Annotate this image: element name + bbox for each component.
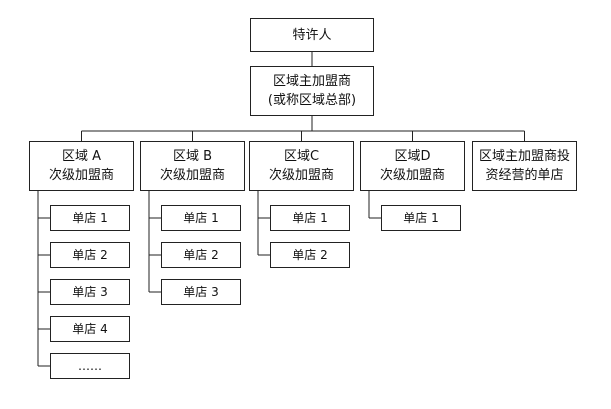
region-name: 区域D — [394, 149, 431, 164]
shop-box-4-1: 单店 1 — [381, 205, 461, 231]
shop-box-3-1: 单店 1 — [270, 205, 350, 231]
shop-label: 单店 1 — [72, 211, 108, 225]
region-box-2: 区域 B 次级加盟商 — [140, 141, 245, 191]
shop-box-1-4: 单店 4 — [50, 316, 130, 342]
region-role: 次级加盟商 — [159, 168, 225, 183]
region-box-1: 区域 A 次级加盟商 — [29, 141, 134, 191]
shop-box-1-3: 单店 3 — [50, 279, 130, 305]
master-franchisee-label: 区域主加盟商 — [272, 74, 351, 89]
shop-box-1-2: 单店 2 — [50, 242, 130, 268]
shop-label: 单店 3 — [72, 285, 108, 299]
shop-label: 单店 1 — [183, 211, 219, 225]
region-role: 次级加盟商 — [268, 168, 334, 183]
shop-label: 单店 2 — [72, 248, 108, 262]
region-box-4: 区域D 次级加盟商 — [360, 141, 465, 191]
shop-box-2-3: 单店 3 — [161, 279, 241, 305]
shop-label: 单店 2 — [183, 248, 219, 262]
shop-box-2-1: 单店 1 — [161, 205, 241, 231]
region-name: 区域 A — [61, 149, 102, 164]
shop-box-3-2: 单店 2 — [270, 242, 350, 268]
shop-label: 单店 1 — [403, 211, 439, 225]
shop-box-1-5: …… — [50, 353, 130, 379]
region-name: 区域C — [283, 149, 320, 164]
shop-box-2-2: 单店 2 — [161, 242, 241, 268]
master-franchisee-box: 区域主加盟商 (或称区域总部) — [250, 66, 374, 116]
region-box-5: 区域主加盟商投资经营的单店 — [472, 141, 577, 191]
region-name: 区域 B — [172, 149, 213, 164]
shop-label: …… — [78, 359, 102, 373]
shop-box-1-1: 单店 1 — [50, 205, 130, 231]
region-role: 资经营的单店 — [485, 168, 564, 183]
shop-label: 单店 4 — [72, 322, 108, 336]
region-role: 次级加盟商 — [48, 168, 114, 183]
franchisor-box: 特许人 — [250, 18, 374, 52]
franchisor-label: 特许人 — [292, 27, 332, 43]
master-franchisee-note: (或称区域总部) — [267, 93, 357, 108]
shop-label: 单店 1 — [292, 211, 328, 225]
region-role: 次级加盟商 — [379, 168, 445, 183]
region-name: 区域主加盟商投 — [478, 149, 570, 164]
shop-label: 单店 3 — [183, 285, 219, 299]
region-box-3: 区域C 次级加盟商 — [249, 141, 354, 191]
shop-label: 单店 2 — [292, 248, 328, 262]
